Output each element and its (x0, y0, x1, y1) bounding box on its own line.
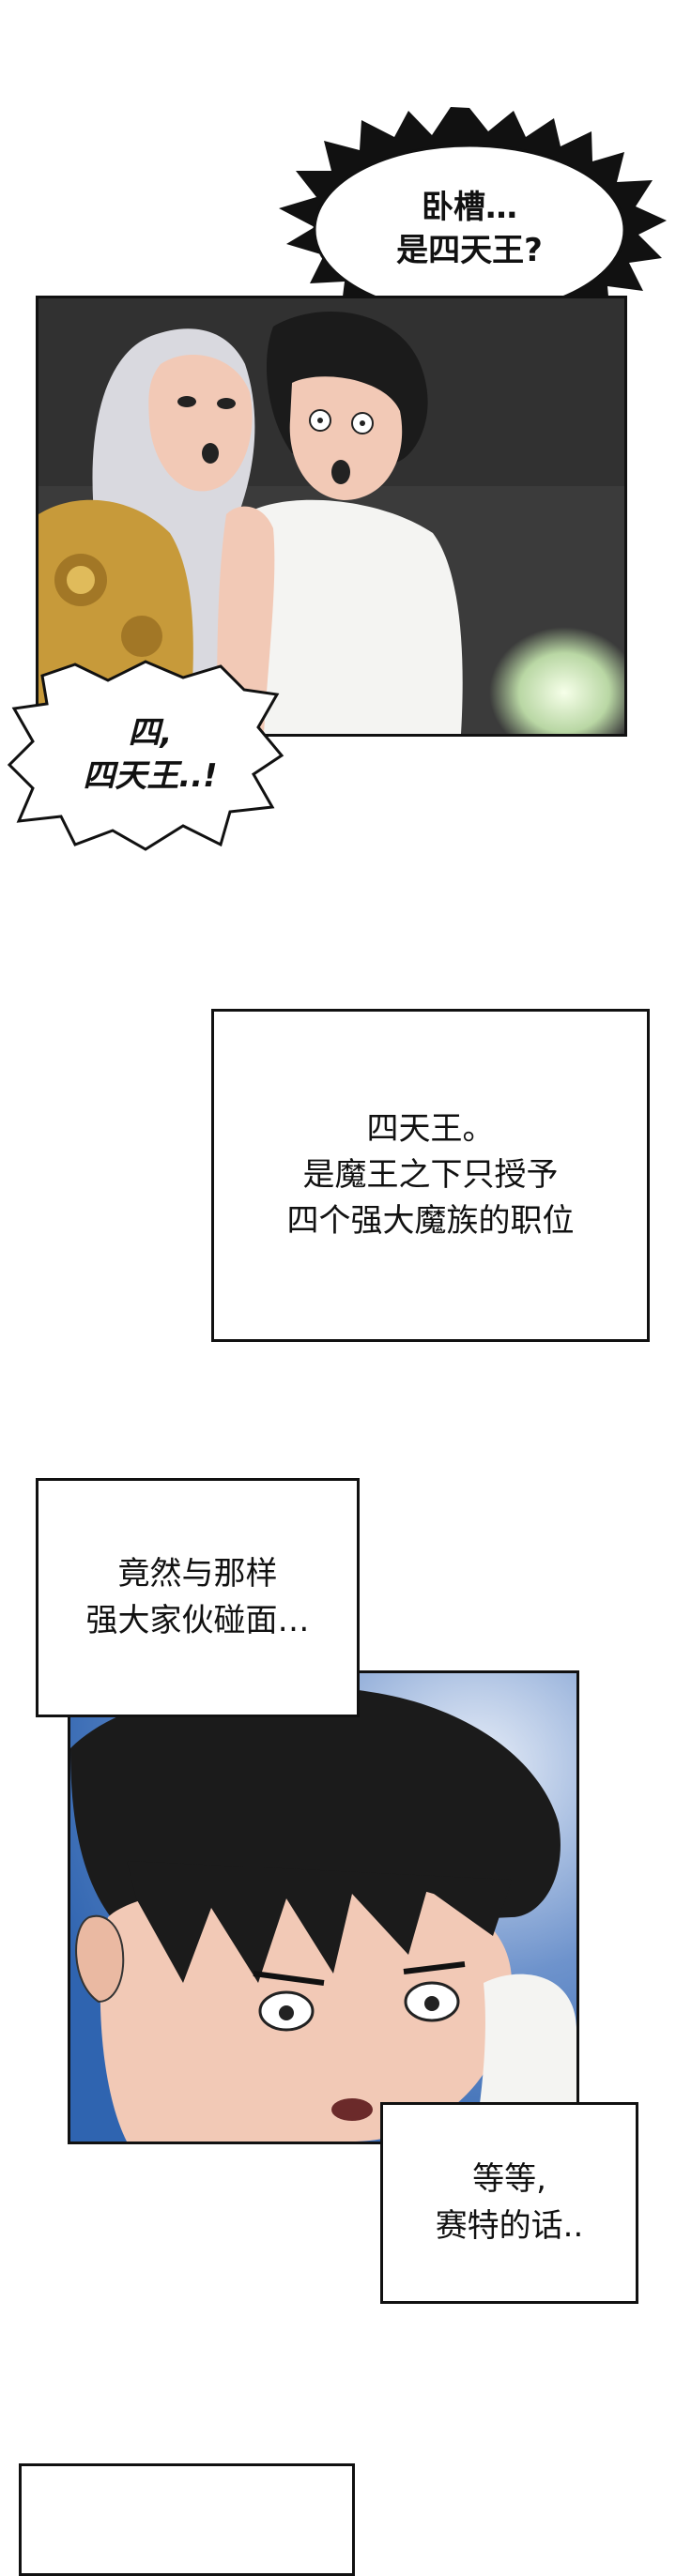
narration-line: 强大家伙碰面… (85, 1601, 310, 1639)
speech-line: 四天王..! (83, 757, 218, 795)
narration-line: 竟然与那样 (117, 1555, 278, 1593)
panel-cave-two-characters (36, 296, 627, 737)
narration-line: 四天王。 (366, 1109, 495, 1148)
speech-line: 四, (128, 714, 173, 753)
narration-box-four-heavenly-kings: 四天王。 是魔王之下只授予 四个强大魔族的职位 (211, 1009, 650, 1342)
jagged-speech-bubble-left (7, 660, 284, 851)
narration-line: 是魔王之下只授予 (302, 1155, 559, 1194)
narration-box-partial-bottom (19, 2463, 355, 2576)
panel-man-closeup-art (70, 1673, 576, 2142)
speech-line: 卧槽… (422, 189, 517, 227)
narration-line: 等等, (472, 2160, 546, 2199)
speech-text-left: 四, 四天王..! (47, 694, 254, 816)
panel-cave-art (38, 298, 624, 734)
speech-line: 是四天王? (396, 232, 543, 269)
panel-man-closeup (68, 1670, 579, 2144)
narration-line: 赛特的话.. (435, 2206, 584, 2245)
speech-text-top: 卧槽… 是四天王? (338, 164, 601, 296)
narration-box-meeting-strong-guy: 竟然与那样 强大家伙碰面… (36, 1478, 360, 1717)
narration-box-wait-sett: 等等, 赛特的话.. (380, 2102, 638, 2304)
spiky-speech-bubble-top (279, 107, 667, 345)
narration-line: 四个强大魔族的职位 (286, 1202, 575, 1241)
